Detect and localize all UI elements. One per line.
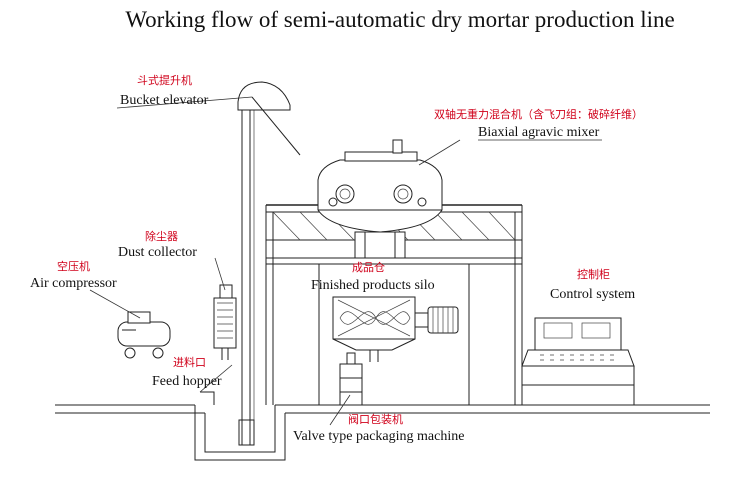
- biaxial-mixer: [317, 139, 461, 259]
- label-feed-hopper: 进料口 Feed hopper: [152, 355, 222, 389]
- control-cabinet: [521, 317, 635, 406]
- bucket-elevator: [237, 81, 301, 446]
- label-bucket-elevator: 斗式提升机 Bucket elevator: [120, 73, 209, 108]
- label-silo: 成品仓 Finished products silo: [311, 260, 435, 293]
- label-silo-en: Finished products silo: [311, 278, 435, 293]
- label-air-compressor: 空压机 Air compressor: [30, 259, 117, 291]
- label-dust-collector: 除尘器 Dust collector: [118, 229, 197, 260]
- label-leaders: [116, 96, 602, 141]
- label-control-cn: 控制柜: [577, 267, 610, 281]
- finished-products-silo: [332, 296, 459, 362]
- diagram-title: Working flow of semi-automatic dry morta…: [125, 7, 674, 32]
- packaging-machine: [329, 352, 363, 426]
- label-control: 控制柜 Control system: [550, 267, 635, 302]
- label-packaging: 阀口包装机 Valve type packaging machine: [293, 412, 464, 444]
- label-dust-collector-cn: 除尘器: [145, 229, 178, 243]
- label-bucket-elevator-en: Bucket elevator: [120, 93, 209, 108]
- air-compressor: [89, 289, 171, 359]
- label-mixer-cn: 双轴无重力混合机（含飞刀组：破碎纤维）: [434, 107, 643, 121]
- dust-collector: [213, 257, 237, 360]
- label-bucket-elevator-cn: 斗式提升机: [137, 73, 192, 87]
- label-silo-cn: 成品仓: [352, 260, 385, 274]
- label-mixer-en: Biaxial agravic mixer: [478, 125, 600, 140]
- label-air-compressor-cn: 空压机: [57, 259, 90, 273]
- label-packaging-cn: 阀口包装机: [348, 412, 403, 426]
- label-mixer: 双轴无重力混合机（含飞刀组：破碎纤维） Biaxial agravic mixe…: [434, 107, 643, 140]
- label-air-compressor-en: Air compressor: [30, 276, 117, 291]
- feed-hopper: [199, 364, 233, 405]
- label-feed-hopper-en: Feed hopper: [152, 374, 222, 389]
- label-packaging-en: Valve type packaging machine: [293, 429, 464, 444]
- label-control-en: Control system: [550, 287, 635, 302]
- label-dust-collector-en: Dust collector: [118, 245, 197, 260]
- label-feed-hopper-cn: 进料口: [173, 355, 206, 369]
